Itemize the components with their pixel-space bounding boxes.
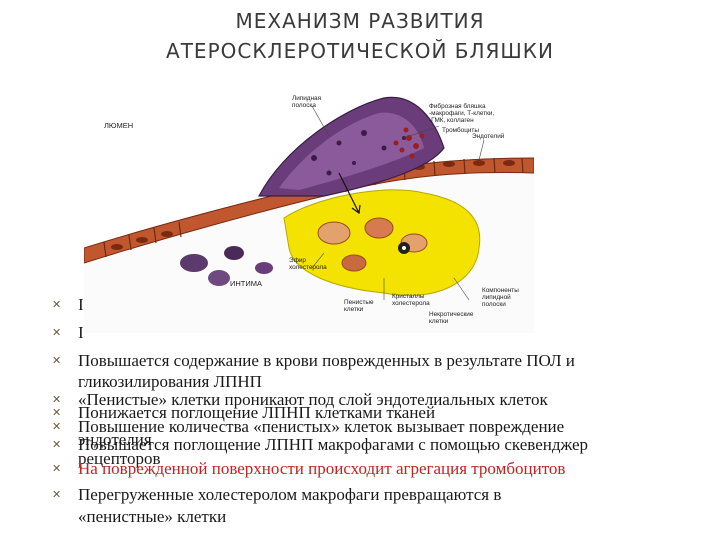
label-fibrous-3: -ГМК, коллаген [429,117,474,124]
foam-cells [317,217,428,272]
label-foam-cells-1: Пенистые [344,299,374,306]
bullet-item: ✕ I [52,322,712,344]
label-lumen: ЛЮМЕН [104,121,133,130]
bullet-text: I [78,323,84,342]
x-mark-icon: ✕ [52,298,62,311]
bullet-text: Повышается содержание в крови поврежденн… [78,351,575,370]
bullet-text: гликозилирования ЛПНП [78,372,262,391]
bullet-text: Повышение количества «пенистых» клеток в… [78,417,565,436]
x-mark-icon: ✕ [52,462,62,475]
label-intima: ИНТИМА [230,279,262,288]
bullet-text: «Пенистые» клетки проникают под слой энд… [78,390,548,409]
bullet-item: ✕ Повышение количества «пенистых» клеток… [52,416,712,438]
bullet-item: ✕ Повышается содержание в крови поврежде… [52,350,712,372]
label-cholesterol-ester-1: Эфир [289,257,306,264]
label-cholesterol-ester-2: холестерола [289,264,327,271]
macrophages-left [180,246,273,286]
bullet-item: ✕ Повышается поглощение ЛПНП макрофагами… [52,434,712,456]
label-necrotic-1: Некротические [429,311,474,318]
bullet-text-highlight: На поврежденной поверхности происходит а… [78,459,566,478]
migration-arrow [338,172,361,215]
slide-title: МЕХАНИЗМ РАЗВИТИЯ АТЕРОСКЛЕРОТИЧЕСКОЙ БЛ… [0,6,720,66]
bullet-item: ✕ «Пенистые» клетки проникают под слой э… [52,389,712,411]
plaque-diagram-svg: ЛЮМЕН Липидная полоска Фиброзная бляшка … [84,88,534,333]
bullet-continuation: гликозилирования ЛПНП [52,371,712,393]
x-mark-icon: ✕ [52,438,62,451]
slide-title-line-1: МЕХАНИЗМ РАЗВИТИЯ [235,9,485,33]
bullet-item: ✕ На поврежденной поверхности происходит… [52,458,712,480]
bullet-continuation: «пенистные» клетки [52,506,712,528]
x-mark-icon: ✕ [52,406,62,419]
bullet-continuation: рецепторов [52,448,712,470]
label-platelets: Тромбоциты [442,126,479,134]
x-mark-icon: ✕ [52,420,62,433]
label-necrotic-2: клетки [429,318,449,325]
x-mark-icon: ✕ [52,326,62,339]
bullet-text: рецепторов [78,449,161,468]
x-mark-icon: ✕ [52,354,62,367]
label-foam-cells-2: клетки [344,306,364,313]
label-crystals-2: холестерола [392,300,430,307]
label-crystals-1: Кристаллы [392,293,425,300]
bullet-list: ✕ I ✕ I ✕ Повышается содержание в крови … [52,290,720,540]
label-endothelium: Эндотелий [472,132,505,140]
atherosclerotic-plaque-diagram: ЛЮМЕН Липидная полоска Фиброзная бляшка … [84,88,534,333]
lipid-core [283,189,481,297]
bullet-text: Перегруженные холестеролом макрофаги пре… [78,485,502,504]
label-lipid-strip-1: Липидная [292,95,322,102]
bullet-item: ✕ I [52,294,712,316]
label-lipid-components-2: липидной [482,293,511,301]
bullet-text: «пенистные» клетки [78,507,227,526]
x-mark-icon: ✕ [52,393,62,406]
bullet-item: ✕ Понижается поглощение ЛПНП клетками тк… [52,402,712,424]
label-fibrous-2: -макрофаги, Т-клетки, [429,110,495,117]
bullet-continuation: эндотелия [52,429,712,451]
label-lipid-components-1: Компоненты [482,287,519,294]
bullet-text: Повышается поглощение ЛПНП макрофагами с… [78,435,589,454]
label-fibrous-1: Фиброзная бляшка [429,102,486,110]
x-mark-icon: ✕ [52,488,62,501]
bullet-text: I [78,295,84,314]
bullet-item: ✕ Перегруженные холестеролом макрофаги п… [52,484,712,506]
label-lipid-components-3: полоски [482,301,506,308]
slide-title-line-2: АТЕРОСКЛЕРОТИЧЕСКОЙ БЛЯШКИ [166,39,554,63]
bullet-text: Понижается поглощение ЛПНП клетками ткан… [78,403,436,422]
label-lipid-strip-2: полоска [292,102,316,109]
bullet-text: эндотелия [78,430,152,449]
endothelium-layer [84,157,534,264]
platelets-cluster [393,127,425,159]
